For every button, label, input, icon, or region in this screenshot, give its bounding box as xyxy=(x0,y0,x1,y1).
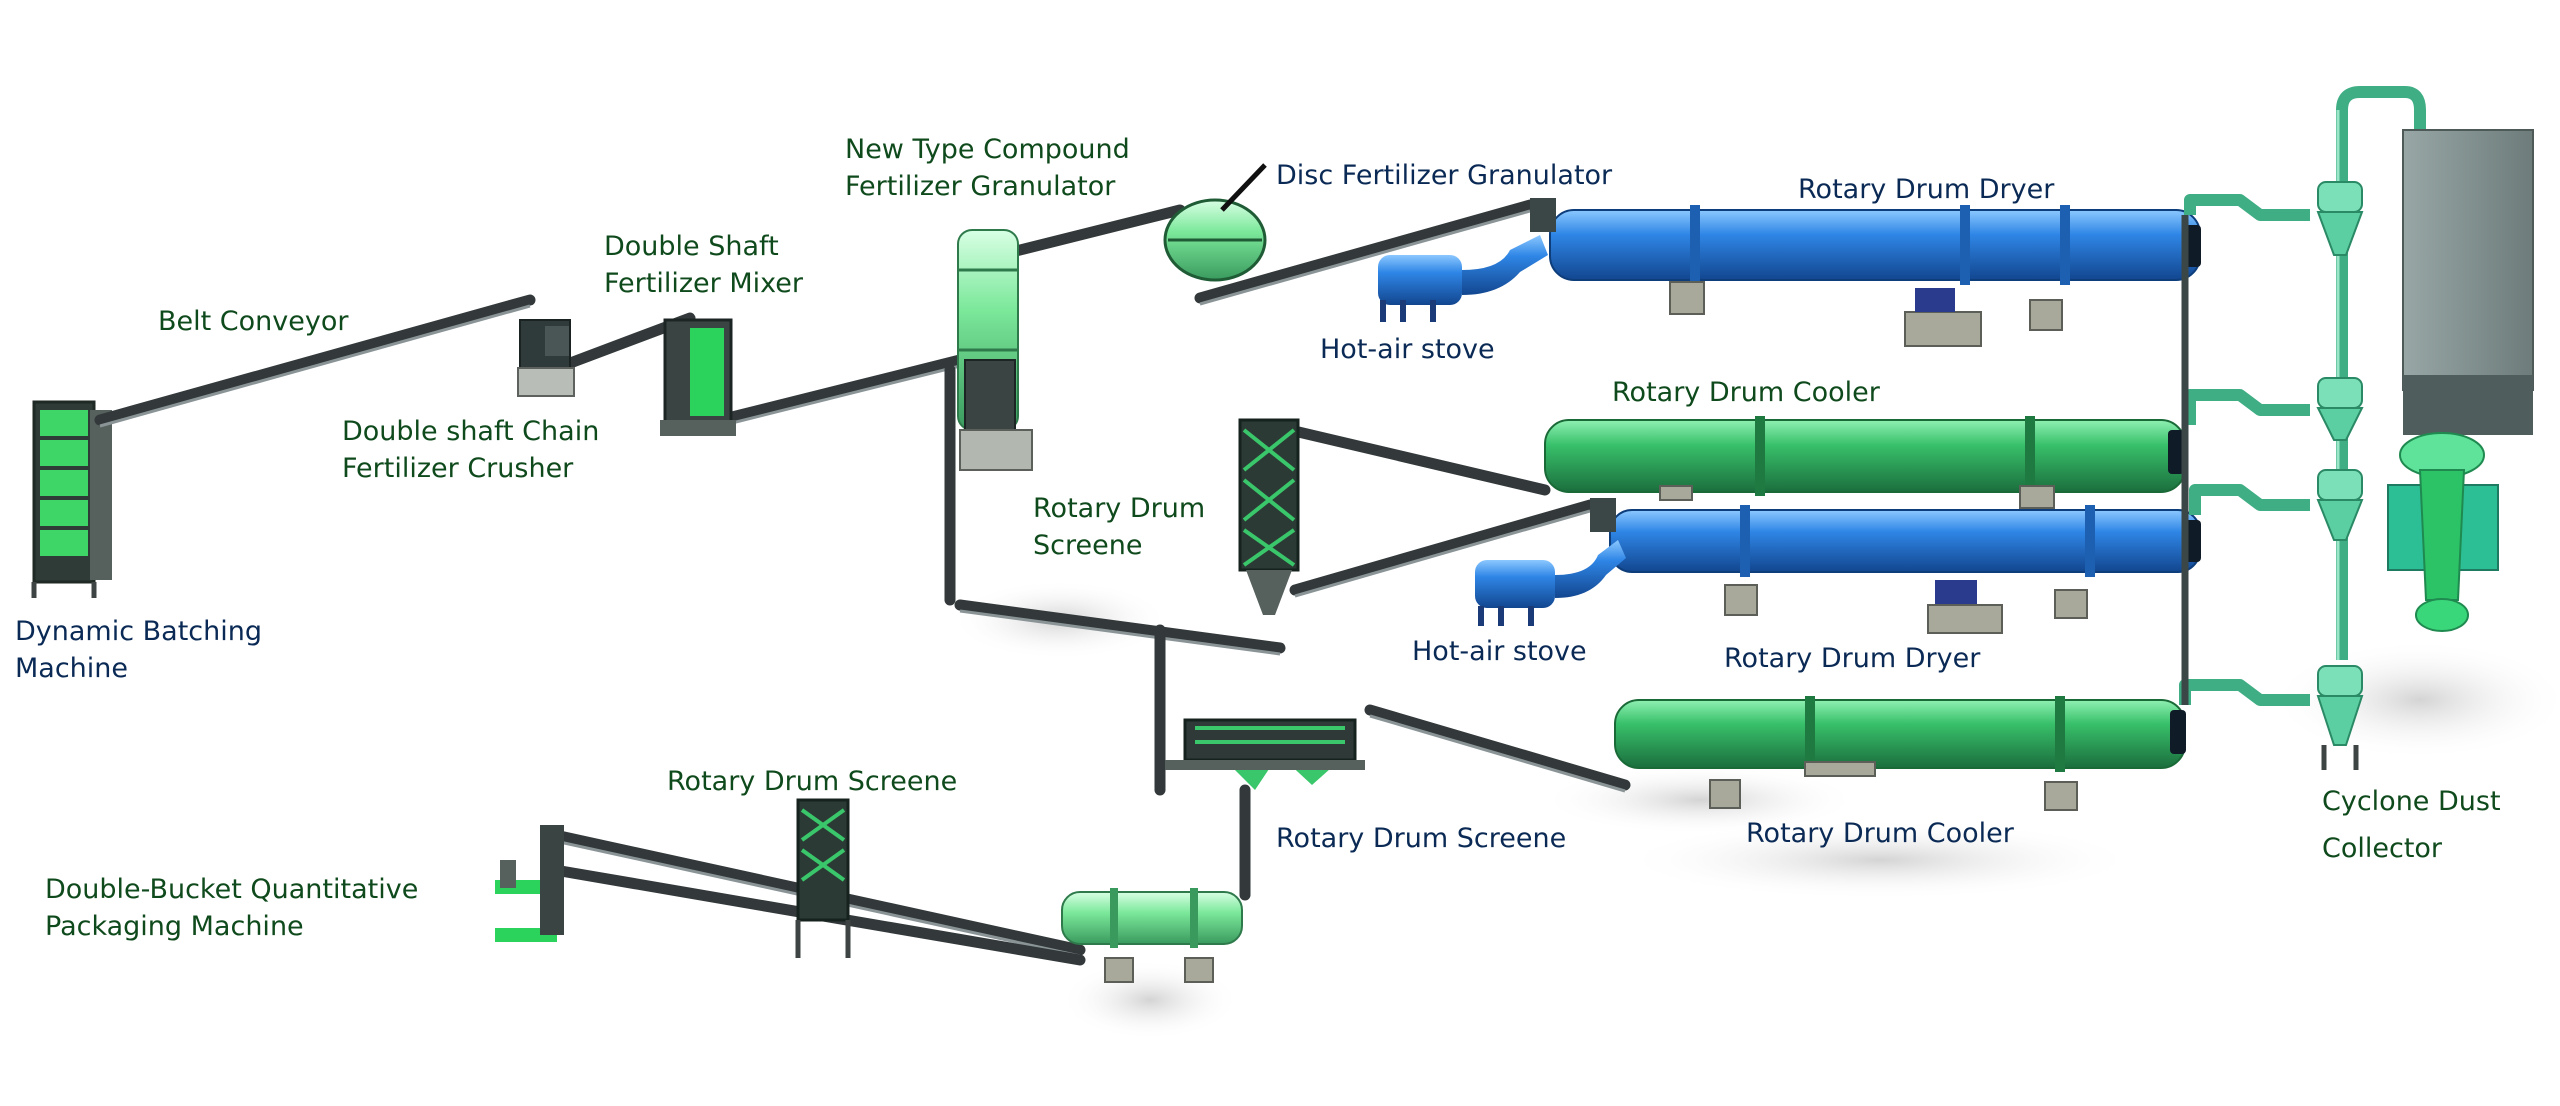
label-double-shaft-mixer: Double Shaft Fertilizer Mixer xyxy=(604,231,804,299)
double-shaft-mixer xyxy=(660,318,736,436)
label-cyclone: Cyclone Dust Collector xyxy=(2322,786,2509,864)
belt-mixer-to-granulator xyxy=(694,354,966,431)
labels: Belt Conveyor Double Shaft Fertilizer Mi… xyxy=(15,134,2509,942)
final-rotary-drum xyxy=(1061,888,1243,983)
label-disc-granulator: Disc Fertilizer Granulator xyxy=(1276,160,1613,191)
rotary-drum-cooler-bottom xyxy=(1614,696,2186,811)
rotary-drum-screen-middle xyxy=(1238,418,1300,615)
label-hot-air-stove-bottom: Hot-air stove xyxy=(1412,636,1587,667)
label-packaging-machine: Double-Bucket Quantitative Packaging Mac… xyxy=(45,874,427,942)
belt-disc-to-dryer xyxy=(1194,199,1536,304)
packaging-machine xyxy=(495,825,564,942)
rotary-drum-cooler-top xyxy=(1544,416,2186,509)
label-screen-lower: Rotary Drum Screene xyxy=(1276,823,1566,854)
rotary-drum-dryer-top xyxy=(1530,198,2201,347)
chain-crusher xyxy=(517,319,575,397)
label-belt-conveyor: Belt Conveyor xyxy=(158,306,349,337)
label-screen-middle: Rotary Drum Screene xyxy=(1033,493,1214,561)
label-compound-granulator: New Type Compound Fertilizer Granulator xyxy=(845,134,1138,202)
dust-tower xyxy=(2387,129,2534,632)
label-screen-upper-left: Rotary Drum Screene xyxy=(667,766,957,797)
label-chain-crusher: Double shaft Chain Fertilizer Crusher xyxy=(342,416,608,484)
cyclone-dust-collectors xyxy=(2316,181,2364,770)
hot-air-stove-bottom xyxy=(1475,540,1626,626)
belt-batching-to-crusher xyxy=(94,294,536,426)
label-cooler-bottom: Rotary Drum Cooler xyxy=(1746,818,2015,849)
belt-cooler2-to-screen xyxy=(1364,704,1631,791)
label-dryer-top: Rotary Drum Dryer xyxy=(1798,174,2055,205)
belt-granulator-to-disc xyxy=(994,204,1186,261)
hot-air-stove-top xyxy=(1378,235,1548,322)
label-hot-air-stove-top: Hot-air stove xyxy=(1320,334,1495,365)
compound-granulator xyxy=(957,229,1033,471)
disc-granulator xyxy=(1163,163,1267,282)
rotary-drum-screen-upper-left xyxy=(795,798,851,958)
dynamic-batching-machine xyxy=(31,400,112,598)
cyclone-4 xyxy=(2316,665,2364,770)
cyclone-2 xyxy=(2316,377,2364,441)
label-dryer-bottom: Rotary Drum Dryer xyxy=(1724,643,1981,674)
label-batching-machine: Dynamic Batching Machine xyxy=(15,616,271,684)
label-cooler-top: Rotary Drum Cooler xyxy=(1612,377,1881,408)
rotary-drum-screen-lower xyxy=(1165,718,1365,790)
cyclone-1 xyxy=(2316,181,2364,256)
rotary-drum-dryer-bottom xyxy=(1590,498,2201,634)
belt-to-screen-mid xyxy=(954,599,1286,654)
belt-screen-to-dryer2 xyxy=(1289,499,1596,596)
cyclone-3 xyxy=(2316,469,2364,541)
belt-screen-to-cooler xyxy=(1284,424,1551,496)
air-ducts xyxy=(2179,86,2426,706)
